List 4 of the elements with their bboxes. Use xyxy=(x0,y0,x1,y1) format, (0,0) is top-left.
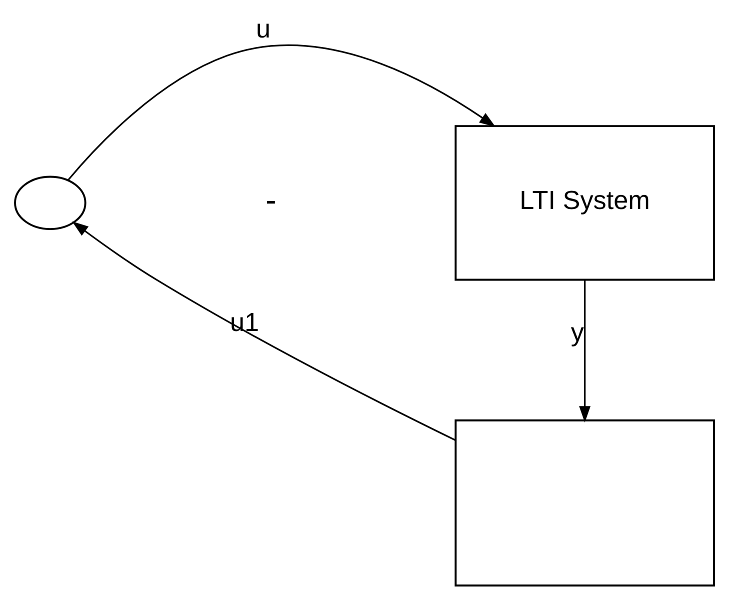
label: - xyxy=(265,180,276,218)
edge-label: u1 xyxy=(230,306,260,336)
edge-label: y xyxy=(570,316,584,347)
edge-label: u xyxy=(256,12,271,43)
